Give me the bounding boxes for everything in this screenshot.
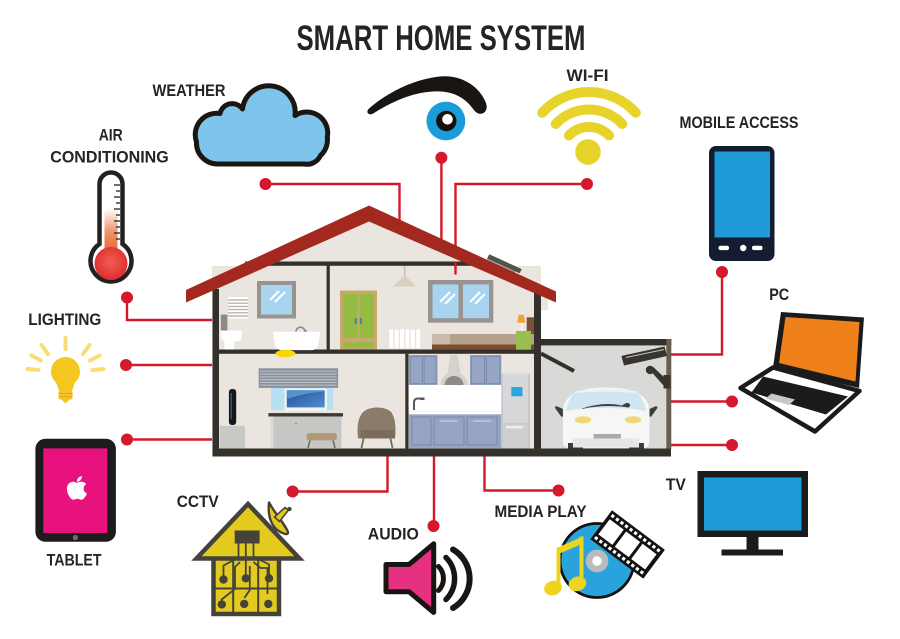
svg-text:CCTV: CCTV <box>177 493 219 511</box>
svg-text:SMART HOME SYSTEM: SMART HOME SYSTEM <box>297 19 586 58</box>
svg-text:AUDIO: AUDIO <box>368 526 419 544</box>
svg-text:MOBILE ACCESS: MOBILE ACCESS <box>680 114 799 132</box>
svg-text:TABLET: TABLET <box>47 552 102 570</box>
svg-text:MEDIA PLAY: MEDIA PLAY <box>495 503 587 521</box>
svg-text:LIGHTING: LIGHTING <box>28 311 101 329</box>
svg-text:PC: PC <box>769 286 789 304</box>
svg-text:TV: TV <box>666 476 686 494</box>
svg-text:CONDITIONING: CONDITIONING <box>50 149 169 167</box>
svg-text:WEATHER: WEATHER <box>153 82 226 100</box>
svg-text:AIR: AIR <box>99 127 123 145</box>
svg-text:WI-FI: WI-FI <box>567 67 609 85</box>
